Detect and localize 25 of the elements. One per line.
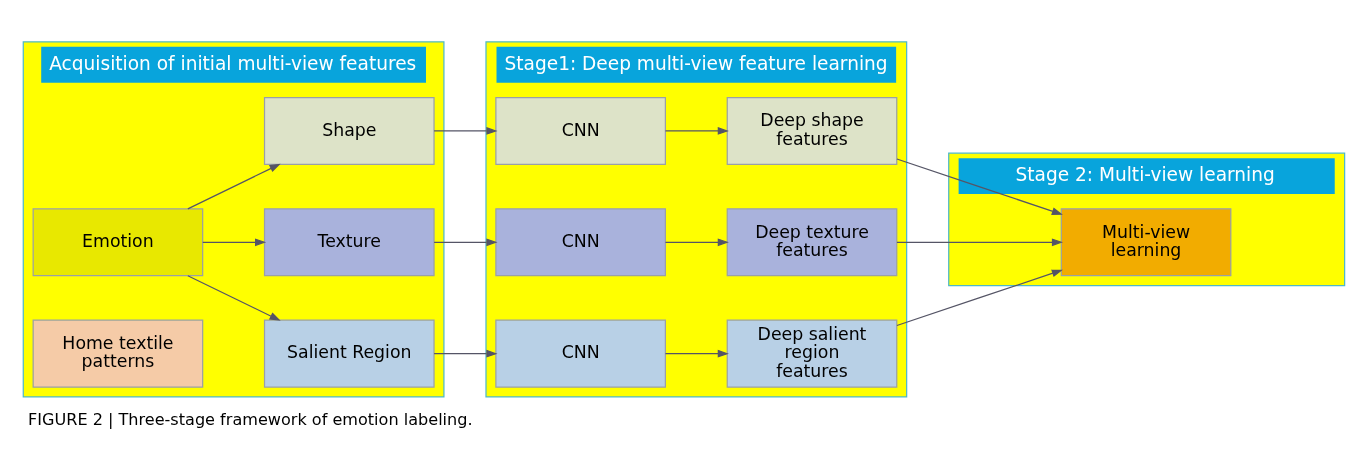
arrow xyxy=(433,126,498,135)
node-box: Deep texture features xyxy=(726,207,898,276)
node-box: Salient Region xyxy=(263,319,435,388)
caption: FIGURE 2 | Three-stage framework of emotion labeling. xyxy=(28,409,473,429)
arrow xyxy=(896,237,1064,246)
arrow xyxy=(896,269,1063,326)
arrow xyxy=(433,349,498,358)
node-box: Deep salient region features xyxy=(726,319,898,388)
node-box: Deep shape features xyxy=(726,96,898,165)
arrow xyxy=(187,274,281,321)
node-box: Shape xyxy=(263,96,435,165)
node-box: CNN xyxy=(495,96,666,165)
arrow xyxy=(433,237,498,246)
arrow xyxy=(664,126,729,135)
node-box: CNN xyxy=(495,319,666,388)
node-box: Multi-view learning xyxy=(1060,207,1232,276)
arrow xyxy=(187,163,281,209)
arrow xyxy=(202,237,267,246)
arrow xyxy=(664,349,729,358)
node-box: Home textile patterns xyxy=(32,319,204,388)
node-box: Emotion xyxy=(32,207,204,276)
node-box: CNN xyxy=(495,207,666,276)
arrow xyxy=(896,157,1063,215)
node-box: Texture xyxy=(263,207,435,276)
arrow xyxy=(664,237,729,246)
